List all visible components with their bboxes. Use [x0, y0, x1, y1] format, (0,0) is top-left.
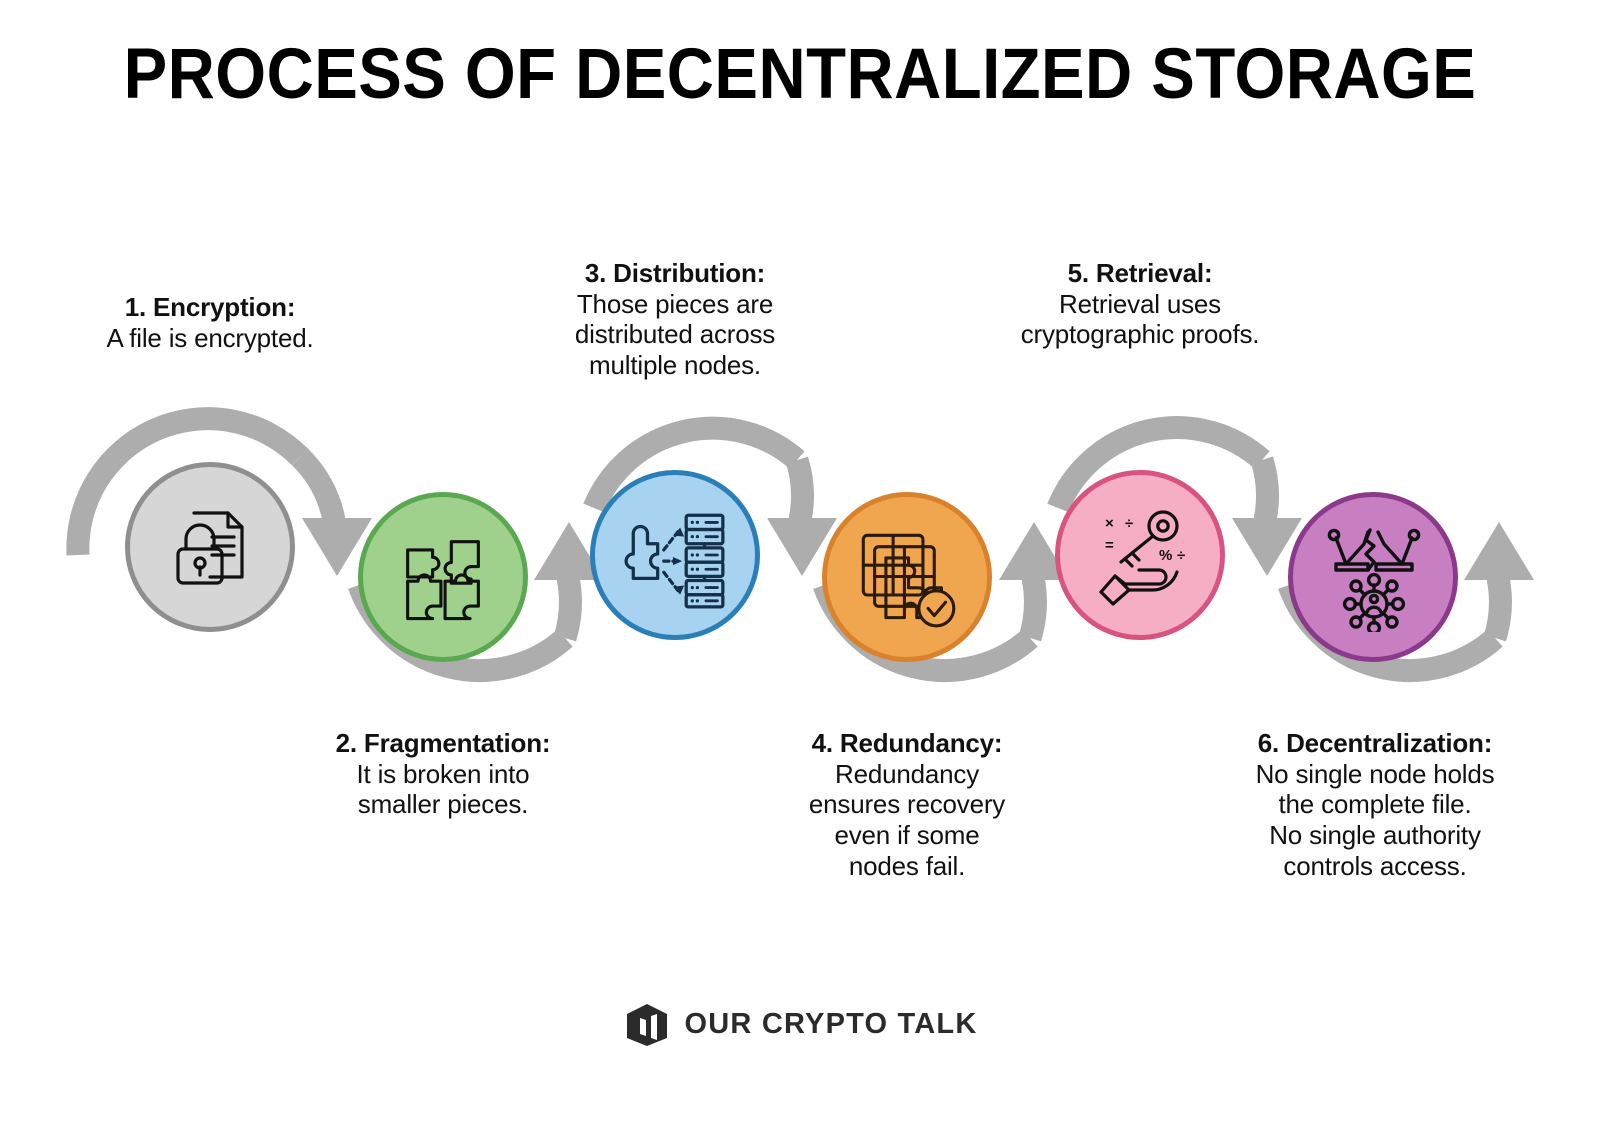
step-circle-3-distribution[interactable] — [590, 470, 760, 640]
step-4-body-line-3: even if some — [834, 820, 980, 851]
step-5-body-line-1: Retrieval uses — [1059, 288, 1221, 319]
step-caption-1: 1. Encryption: A file is encrypted. — [60, 292, 360, 353]
step-5-body-line-2: cryptographic proofs. — [1020, 319, 1260, 350]
step-3-heading: 3. Distribution: — [584, 258, 766, 288]
step-4-body-line-4: nodes fail. — [848, 850, 966, 881]
puzzle-to-servers-icon — [624, 513, 725, 609]
step-6-body-line-1: No single node holds — [1255, 758, 1495, 789]
step-4-body-line-1: Redundancy — [835, 758, 979, 789]
cube-logo-icon — [626, 1004, 667, 1046]
step-2-heading: 2. Fragmentation: — [335, 728, 551, 758]
step-6-body-line-3: No single authority — [1269, 820, 1481, 851]
step-4-heading: 4. Redundancy: — [811, 728, 1003, 758]
stacked-puzzle-check-icon — [861, 533, 956, 628]
brand-name: OUR CRYPTO TALK — [684, 1007, 978, 1040]
svg-text:=: = — [1105, 537, 1114, 554]
step-3-body-line-3: multiple nodes. — [589, 350, 761, 381]
broken-crown-network-icon — [1327, 528, 1421, 632]
step-1-heading: 1. Encryption: — [124, 292, 296, 322]
step-caption-4: 4. Redundancy: Redundancy ensures recove… — [757, 728, 1057, 881]
step-4-body-line-2: ensures recovery — [808, 789, 1006, 820]
step-circle-6-decentralization[interactable] — [1288, 492, 1458, 662]
step-5-heading: 5. Retrieval: — [1067, 258, 1213, 288]
step-2-body-line-2: smaller pieces. — [357, 789, 529, 820]
svg-text:÷: ÷ — [1125, 515, 1133, 532]
step-caption-6: 6. Decentralization: No single node hold… — [1215, 728, 1535, 881]
footer-logo: OUR CRYPTO TALK — [0, 1000, 1600, 1048]
svg-text:÷: ÷ — [1177, 547, 1185, 564]
hand-key-proof-icon: × ÷ = % ÷ — [1099, 510, 1185, 606]
page-title: PROCESS OF DECENTRALIZED STORAGE — [123, 35, 1477, 114]
step-6-body-line-4: controls access. — [1283, 850, 1467, 881]
step-caption-3: 3. Distribution: Those pieces are distri… — [525, 258, 825, 381]
step-circle-5-retrieval[interactable]: × ÷ = % ÷ — [1055, 470, 1225, 640]
svg-text:×: × — [1105, 515, 1114, 532]
step-circle-2-fragmentation[interactable] — [358, 492, 528, 662]
step-3-body-line-1: Those pieces are — [576, 288, 774, 319]
step-3-body-line-2: distributed across — [574, 319, 776, 350]
step-caption-2: 2. Fragmentation: It is broken into smal… — [293, 728, 593, 820]
document-lock-icon — [176, 511, 244, 585]
step-2-body-line-1: It is broken into — [356, 758, 530, 789]
step-circle-1-encryption[interactable] — [125, 462, 295, 632]
puzzle-pieces-icon — [406, 540, 480, 621]
step-6-heading: 6. Decentralization: — [1257, 728, 1493, 758]
step-6-body-line-2: the complete file. — [1278, 789, 1472, 820]
svg-text:%: % — [1159, 547, 1172, 564]
step-1-body: A file is encrypted. — [106, 322, 314, 353]
step-caption-5: 5. Retrieval: Retrieval uses cryptograph… — [990, 258, 1290, 350]
step-circle-4-redundancy[interactable] — [822, 492, 992, 662]
